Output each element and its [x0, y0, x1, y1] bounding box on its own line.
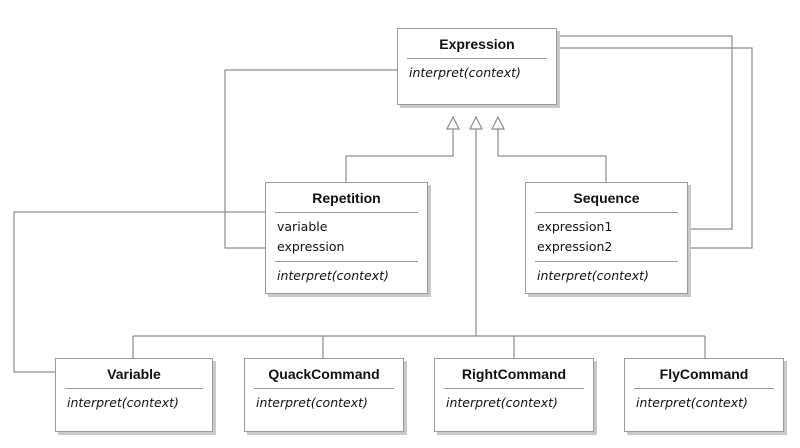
inheritance-arrowhead-center: [469, 115, 483, 130]
class-name: Expression: [439, 36, 515, 52]
class-name: Variable: [107, 366, 161, 382]
sequence-aggregation-line-2: [557, 47, 753, 249]
attribute: expression: [277, 239, 345, 254]
sequence-inheritance-line: [497, 129, 607, 182]
divider: [65, 388, 203, 389]
operation: interpret(context): [636, 395, 748, 410]
sequence-aggregation-line-1: [557, 35, 733, 230]
divider: [444, 388, 584, 389]
class-name: FlyCommand: [659, 366, 749, 382]
inheritance-arrowhead-right: [491, 115, 505, 130]
operation: interpret(context): [446, 395, 558, 410]
attribute: expression1: [537, 219, 613, 234]
attribute: expression2: [537, 239, 613, 254]
attribute: variable: [277, 219, 328, 234]
class-repetition: Repetition variable expression interpret…: [265, 182, 428, 294]
repetition-inheritance-line: [345, 129, 454, 182]
operation: interpret(context): [537, 268, 649, 283]
class-right-command: RightCommand interpret(context): [434, 358, 594, 432]
class-expression: Expression interpret(context): [397, 28, 557, 105]
class-variable: Variable interpret(context): [55, 358, 213, 432]
divider: [275, 261, 418, 262]
class-sequence: Sequence expression1 expression2 interpr…: [525, 182, 688, 294]
divider: [275, 212, 418, 213]
operation: interpret(context): [277, 268, 389, 283]
class-name: Repetition: [312, 190, 381, 206]
class-quack-command: QuackCommand interpret(context): [244, 358, 404, 432]
divider: [634, 388, 774, 389]
operation: interpret(context): [67, 395, 179, 410]
variable-link-line: [13, 211, 265, 373]
divider: [407, 58, 547, 59]
inheritance-arrowhead-left: [446, 115, 460, 130]
class-name: QuackCommand: [268, 366, 380, 382]
repetition-aggregation-line: [224, 69, 397, 249]
operation: interpret(context): [256, 395, 368, 410]
divider: [535, 212, 678, 213]
operation: interpret(context): [409, 65, 521, 80]
divider: [254, 388, 394, 389]
divider: [535, 261, 678, 262]
class-name: RightCommand: [461, 366, 567, 382]
class-name: Sequence: [573, 190, 640, 206]
class-fly-command: FlyCommand interpret(context): [624, 358, 784, 432]
